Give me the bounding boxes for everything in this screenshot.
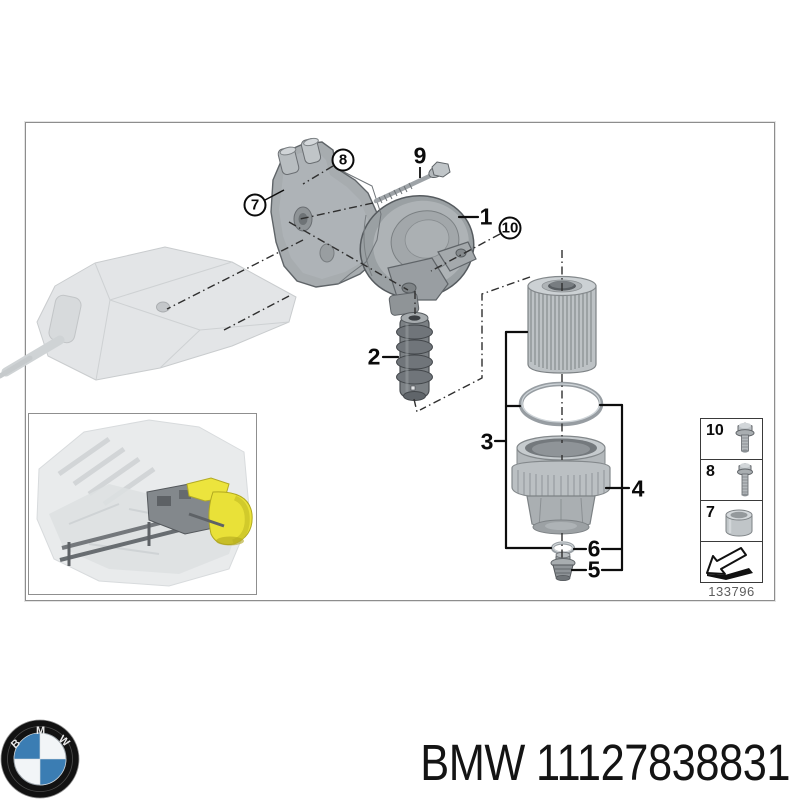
flange-bolt-short-icon xyxy=(735,422,755,453)
sleeve-bushing-icon xyxy=(725,509,753,537)
filter-element-art xyxy=(527,275,597,374)
engine-photo-art xyxy=(36,419,253,587)
assembly-axis-lines xyxy=(166,165,563,559)
part-number: 11127838831 xyxy=(535,734,791,791)
callout-9: 9 xyxy=(413,142,427,169)
bmw-logo: B M W xyxy=(0,719,80,799)
legend-number: 7 xyxy=(706,504,715,521)
logo-letter-m: M xyxy=(36,725,45,737)
oil-filter-housing-art xyxy=(270,137,477,316)
legend-row-bolt-8: 8 xyxy=(701,460,762,501)
o-ring-small-art xyxy=(550,541,576,555)
callout-1: 1 xyxy=(479,203,493,230)
callout-3: 3 xyxy=(480,428,494,455)
long-bolt-art xyxy=(373,161,451,204)
leader-lines xyxy=(381,215,631,572)
legend-row-bolt-10: 10 xyxy=(701,419,762,460)
mounting-manifold-ghost xyxy=(0,246,297,381)
legend-number: 8 xyxy=(706,463,715,480)
callout-5: 5 xyxy=(587,556,601,583)
flange-bolt-long-icon xyxy=(737,462,753,497)
legend-row-sleeve-7: 7 xyxy=(701,501,762,542)
callout-8-circle: 8 xyxy=(331,148,355,172)
callout-10-circle: 10 xyxy=(498,216,522,240)
drain-plug-art xyxy=(550,551,576,582)
callout-4: 4 xyxy=(631,475,645,502)
diagram-number: 133796 xyxy=(708,584,755,599)
engine-location-inset xyxy=(28,413,257,595)
callout-2: 2 xyxy=(367,343,381,370)
filter-cap-art xyxy=(511,435,611,535)
callout-6: 6 xyxy=(587,535,601,562)
relief-valve-art xyxy=(396,312,433,401)
brand-name: BMW xyxy=(420,734,525,791)
legend-row-direction xyxy=(701,542,762,582)
callout-7-circle: 7 xyxy=(243,193,267,217)
direction-arrow-icon xyxy=(706,547,753,580)
o-ring-large-art xyxy=(518,381,604,427)
legend-number: 10 xyxy=(706,422,724,439)
callout-7-leader xyxy=(264,189,285,201)
fastener-legend: 10 8 7 xyxy=(700,418,763,583)
